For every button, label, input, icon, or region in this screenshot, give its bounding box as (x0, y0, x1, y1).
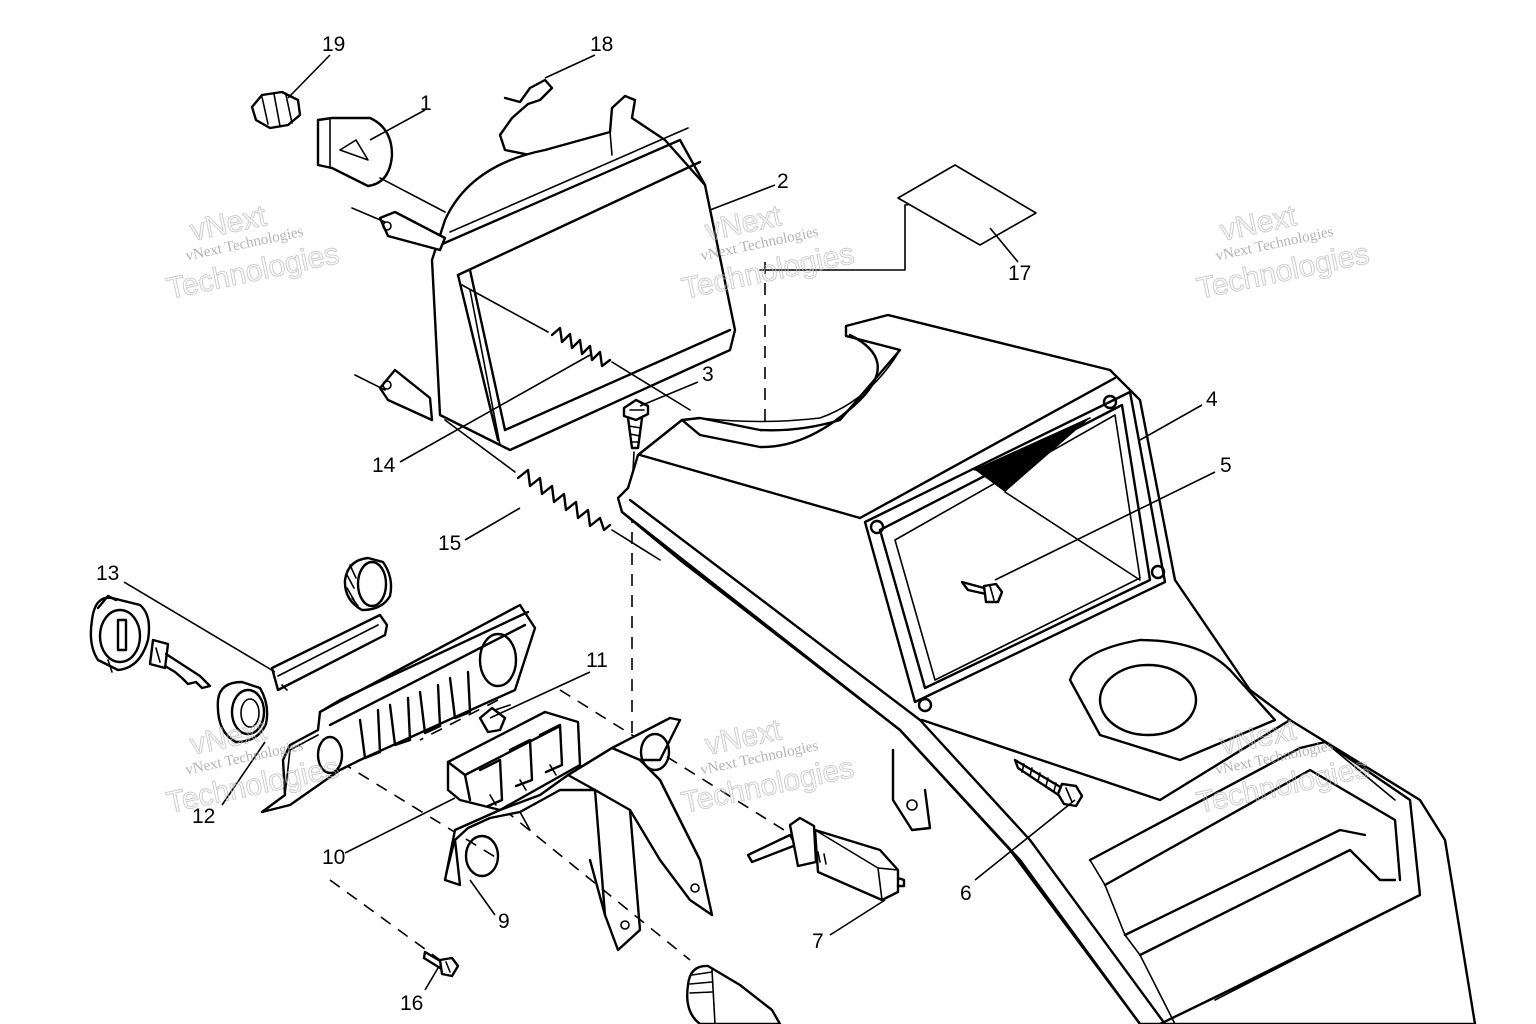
callout-1: 1 (420, 92, 432, 115)
panel-screw-lower-part (1013, 758, 1084, 808)
decal-part (897, 164, 1037, 246)
callout-16: 16 (400, 992, 423, 1015)
callout-2: 2 (777, 170, 789, 193)
bracket-screw-part (422, 950, 460, 978)
watermark-top-right: vNext vNext Technologies Technologies (1193, 199, 1372, 307)
callout-9: 9 (498, 910, 510, 933)
switch-plate-part (270, 613, 389, 692)
callout-19: 19 (322, 33, 345, 56)
grommet-part (216, 680, 269, 744)
connector-clip-part (478, 704, 511, 734)
toggle-switch-part (746, 816, 906, 902)
adjusting-spring-lower-part (444, 419, 661, 561)
wire-clip-part (498, 78, 554, 162)
callout-7: 7 (812, 930, 824, 953)
mounting-bracket-part (443, 716, 714, 952)
light-switch-grommet-part (343, 556, 393, 612)
callout-10: 10 (322, 846, 345, 869)
callout-13: 13 (96, 562, 119, 585)
leader-lines (123, 54, 1216, 991)
bulb-part (316, 116, 446, 213)
watermark-bottom-center: vNext vNext Technologies Technologies (678, 713, 857, 821)
callout-12: 12 (192, 805, 215, 828)
adjusting-spring-upper-part (461, 284, 691, 411)
callout-18: 18 (590, 33, 613, 56)
bulb-socket-part (250, 90, 302, 130)
callout-17: 17 (1008, 262, 1031, 285)
console-panel-part (616, 313, 1477, 1024)
callout-3: 3 (702, 363, 714, 386)
switch-block-part (446, 710, 582, 812)
callout-4: 4 (1206, 388, 1218, 411)
callout-11: 11 (586, 649, 608, 672)
panel-screw-upper-part (960, 580, 1004, 604)
ignition-switch-part (89, 594, 212, 690)
switch-bracket-part (260, 603, 537, 814)
callout-numbers: 19 1 18 2 3 4 5 6 7 9 10 11 12 13 14 15 … (96, 33, 1232, 1015)
watermark-top-left: vNext vNext Technologies Technologies (163, 199, 342, 307)
callout-6: 6 (960, 882, 972, 905)
watermark-bottom-left: vNext vNext Technologies Technologies (163, 713, 342, 821)
connector-plug-part (686, 964, 782, 1024)
headlight-housing-part (351, 94, 737, 452)
callout-5: 5 (1220, 454, 1232, 477)
callout-14: 14 (372, 454, 396, 477)
callout-15: 15 (438, 532, 461, 555)
